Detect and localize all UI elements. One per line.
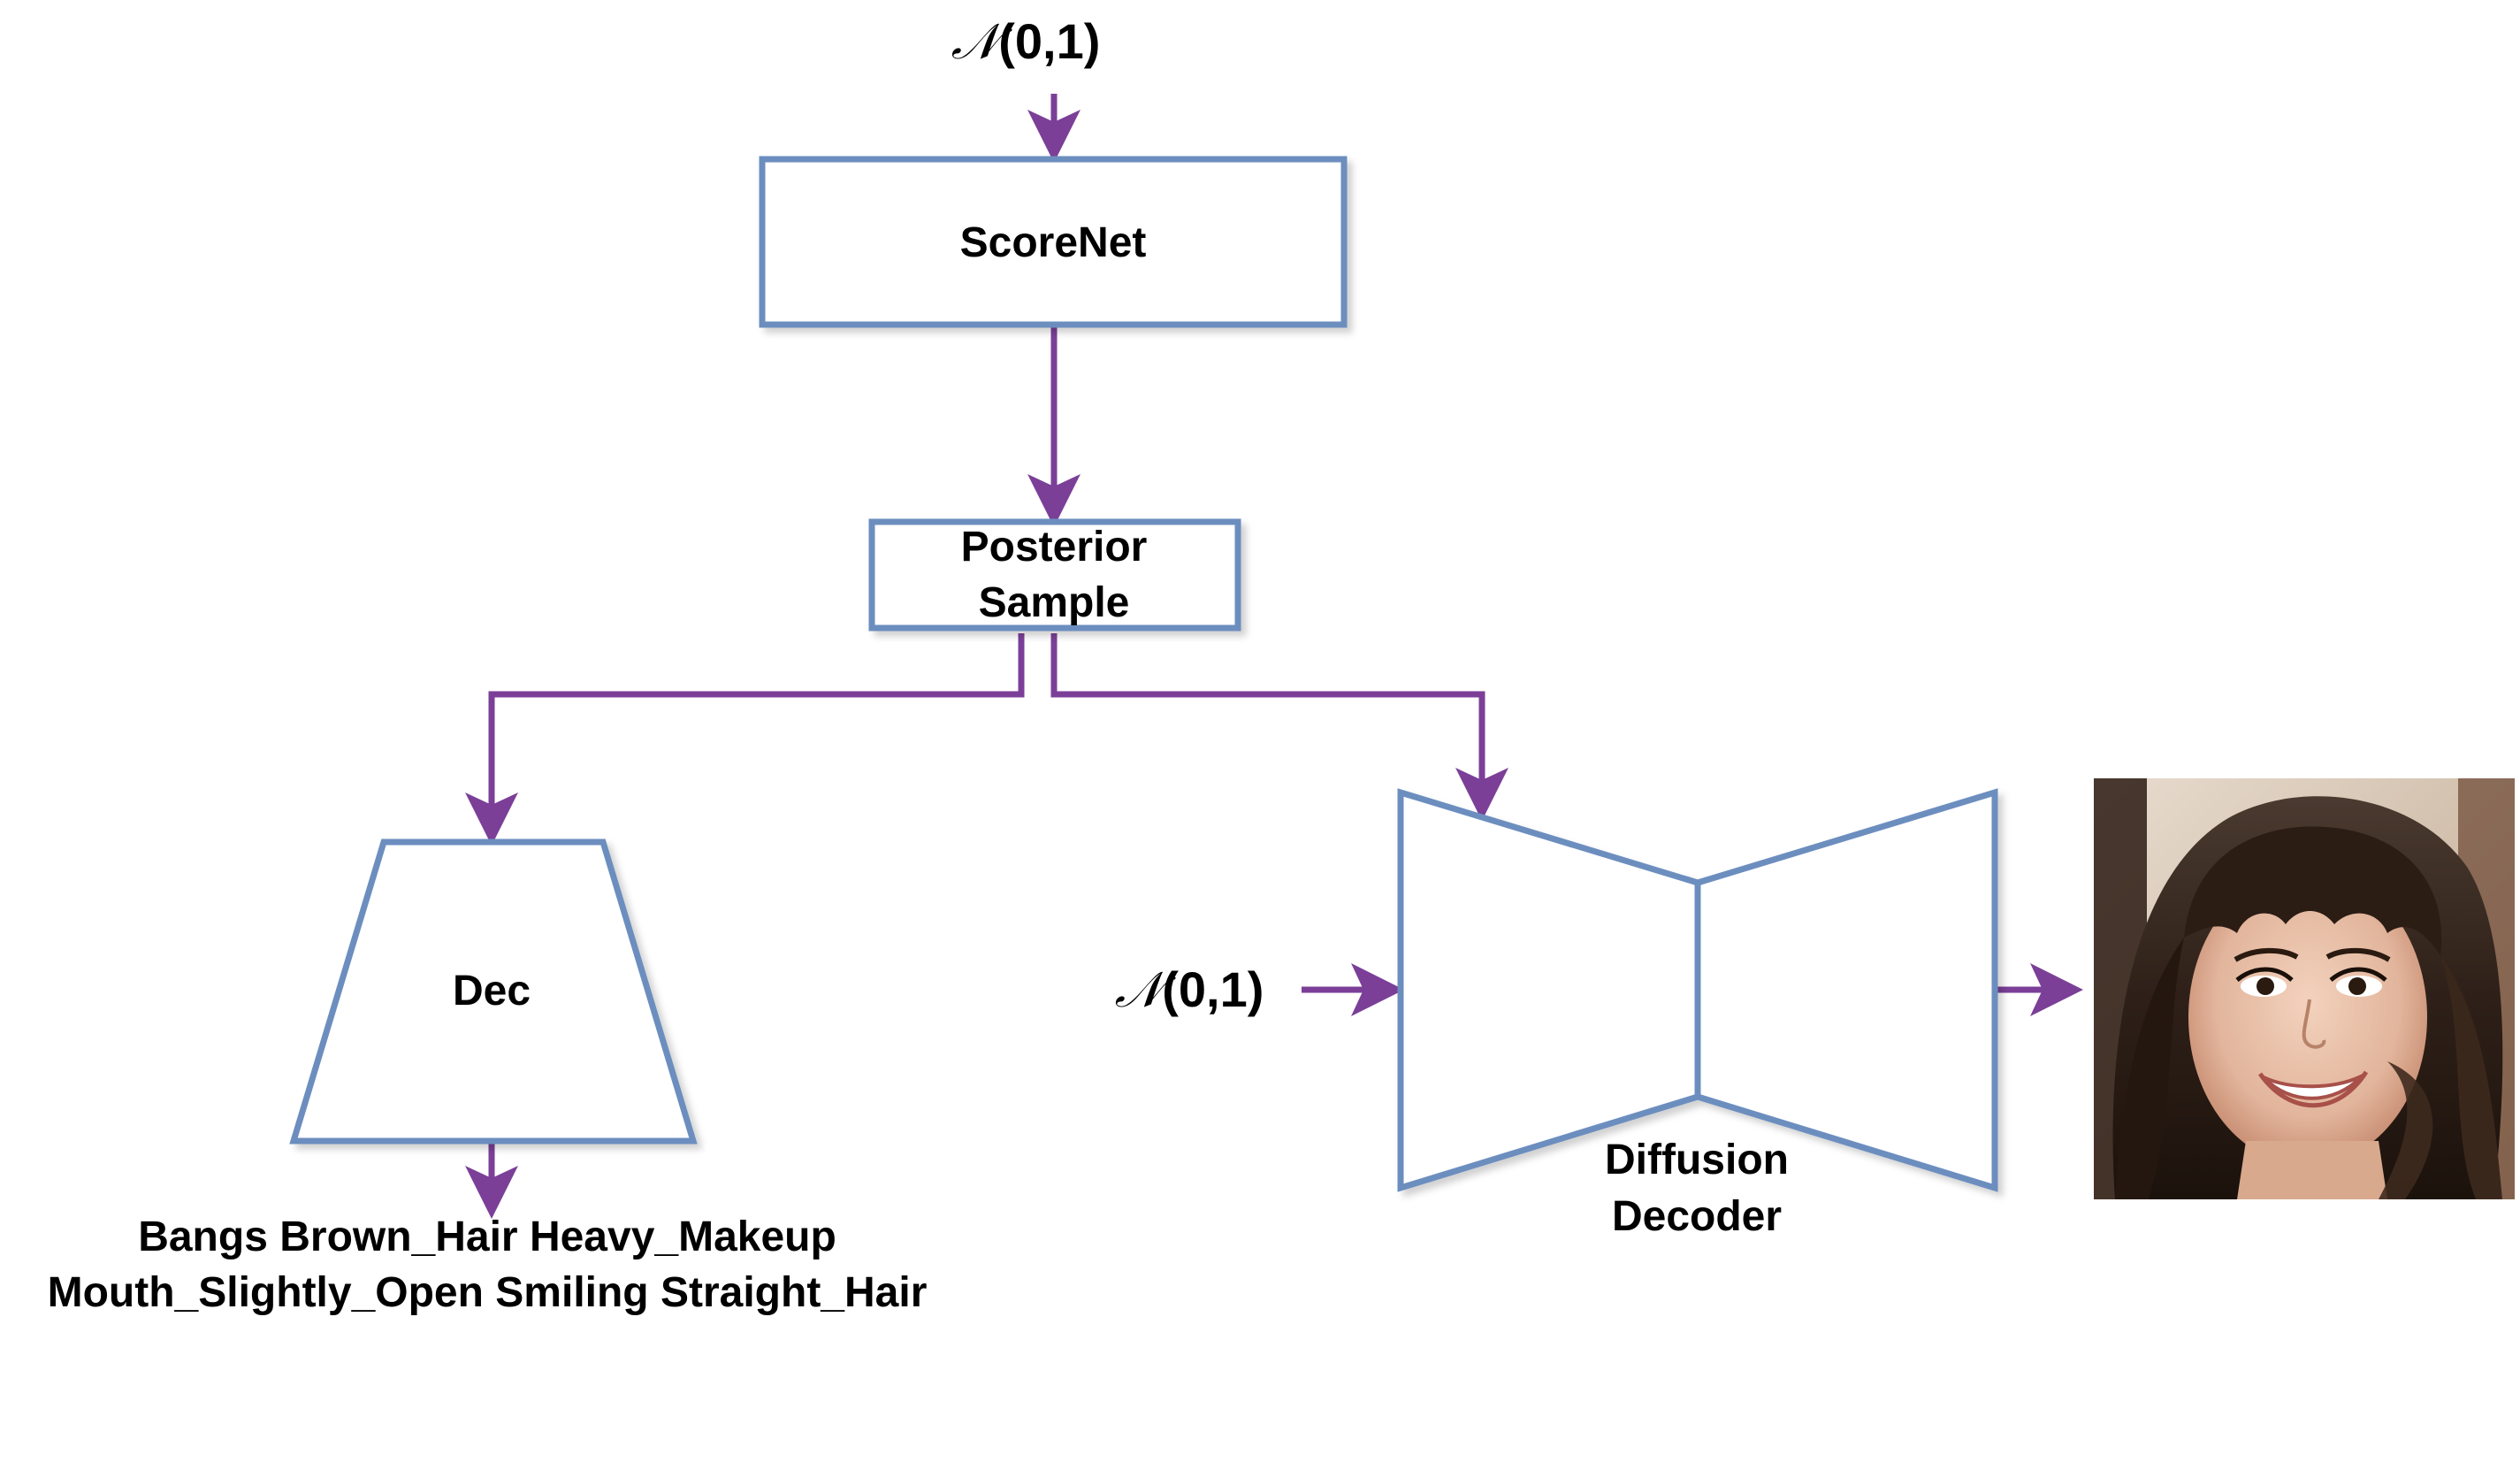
diffusion-decoder-label-line1: Diffusion <box>1605 1137 1789 1183</box>
dec-label: Dec <box>453 968 531 1014</box>
noise-top-label: 𝒩(0,1) <box>951 13 1101 71</box>
attributes-line1: Bangs Brown_Hair Heavy_Makeup <box>138 1214 836 1260</box>
edge-posterior-to-dec <box>465 633 1025 846</box>
posterior-label-line2: Sample <box>979 579 1130 626</box>
attributes-line2: Mouth_Slightly_Open Smiling Straight_Hai… <box>48 1269 928 1316</box>
generated-face-image <box>2094 778 2515 1199</box>
noise-side-label: 𝒩(0,1) <box>1115 961 1264 1019</box>
dec-node <box>289 838 698 1145</box>
diffusion-decoder-node <box>1397 788 1998 1192</box>
diffusion-decoder-label-line2: Decoder <box>1612 1193 1782 1240</box>
posterior-node <box>868 518 1241 632</box>
scorenet-label: ScoreNet <box>960 219 1147 266</box>
posterior-label-line1: Posterior <box>961 524 1148 570</box>
scorenet-node <box>759 156 1348 328</box>
edge-posterior-to-diffusion <box>1050 633 1508 821</box>
